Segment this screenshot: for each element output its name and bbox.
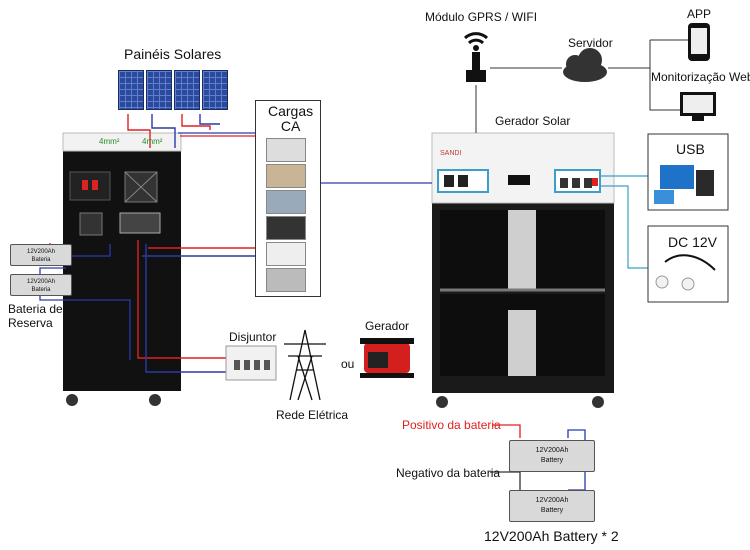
battery-capacity-label: 12V200Ah <box>26 249 56 255</box>
solar-panel-3 <box>174 70 200 110</box>
transmission-tower-icon <box>284 329 326 401</box>
battery-pack-label: 12V200Ah Battery * 2 <box>484 528 619 544</box>
wifi-antenna-icon <box>463 32 489 82</box>
battery-positive-label: Positivo da bateria <box>402 418 501 432</box>
battery-type-label: Bateria <box>31 287 51 293</box>
or-label: ou <box>341 357 355 371</box>
inverter-brand-label: SANDI <box>440 150 462 157</box>
battery-negative-label: Negativo da bateria <box>396 466 501 480</box>
solar-panel-1 <box>118 70 144 110</box>
ac-load-item <box>266 216 306 240</box>
phone-icon <box>688 23 710 61</box>
ac-load-item <box>266 268 306 292</box>
solar-panels-label: Painéis Solares <box>124 46 222 62</box>
grid-label: Rede Elétrica <box>276 408 349 422</box>
app-label: APP <box>687 7 712 21</box>
battery-pack-2: 12V200Ah Battery <box>509 490 595 522</box>
dc-12v-label: DC 12V <box>668 234 718 250</box>
breaker-label: Disjuntor <box>229 330 277 344</box>
breaker-box <box>225 345 277 381</box>
gprs-module-label: Módulo GPRS / WIFI <box>425 10 538 24</box>
backup-battery-label-line1: Bateria de <box>8 302 63 316</box>
generator-label: Gerador <box>365 319 410 333</box>
cable-size-right: 4mm² <box>142 137 163 146</box>
backup-battery-2: 12V200Ah Bateria <box>10 274 72 296</box>
usb-label: USB <box>676 141 705 157</box>
battery-type-label: Battery <box>540 507 564 514</box>
backup-battery-label: Bateria de Reserva <box>8 302 63 330</box>
battery-type-label: Bateria <box>31 257 51 263</box>
battery-pack-1: 12V200Ah Battery <box>509 440 595 472</box>
battery-type-label: Battery <box>540 457 564 464</box>
backup-battery-label-line2: Reserva <box>8 316 53 330</box>
ac-load-item <box>266 164 306 188</box>
monitor-icon <box>680 92 716 121</box>
web-monitoring-label: Monitorização Web <box>651 70 750 84</box>
server-label: Servidor <box>568 36 613 50</box>
backup-battery-1: 12V200Ah Bateria <box>10 244 72 266</box>
generator-icon <box>360 338 414 378</box>
cloud-server-icon <box>563 48 607 82</box>
ac-load-item <box>266 190 306 214</box>
ac-loads-title-line2: CA <box>280 118 301 134</box>
ac-load-item <box>266 138 306 162</box>
solar-panel-4 <box>202 70 228 110</box>
ac-loads-title: Cargas CA <box>268 104 313 134</box>
battery-capacity-label: 12V200Ah <box>535 447 569 454</box>
battery-capacity-label: 12V200Ah <box>26 279 56 285</box>
cable-size-left: 4mm² <box>99 137 120 146</box>
solar-panel-2 <box>146 70 172 110</box>
ac-loads-title-line1: Cargas <box>268 103 314 119</box>
ac-load-item <box>266 242 306 266</box>
battery-capacity-label: 12V200Ah <box>535 497 569 504</box>
solar-generator-label: Gerador Solar <box>495 114 571 128</box>
